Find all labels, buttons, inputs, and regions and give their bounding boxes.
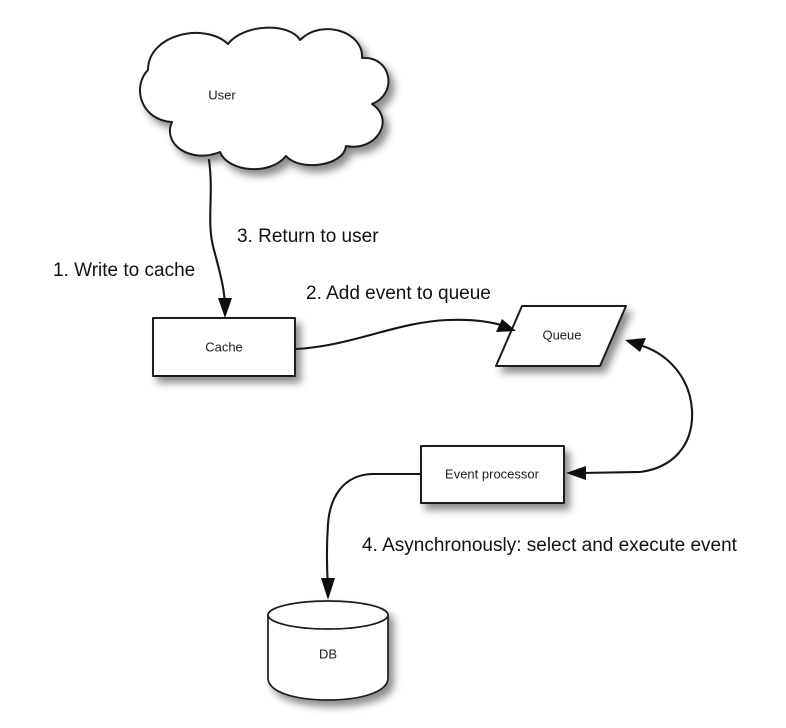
node-db-label: DB [319,646,337,661]
edge-queue-event-processor[interactable] [566,338,694,480]
edge-queue-event-processor-line [578,342,694,475]
event-processor-rectangle [420,445,565,504]
edge-event-processor-to-db-line [325,472,422,590]
node-queue-label: Queue [542,327,581,342]
node-event-processor[interactable]: Event processor [420,445,565,504]
edge-to-queue-arrowhead [625,338,646,352]
node-db[interactable]: DB [267,600,389,701]
node-cache-label: Cache [205,339,243,354]
edge-user-to-cache-arrowhead [218,298,232,318]
node-queue[interactable]: Queue [495,305,627,367]
cache-rectangle [152,317,296,377]
edge-user-to-cache[interactable] [207,158,232,318]
cloud-shape [139,26,390,170]
edge-cache-to-queue-line [294,318,506,351]
step-label-2: 2. Add event to queue [306,283,491,304]
node-cache[interactable]: Cache [152,317,296,377]
queue-parallelogram [495,305,627,367]
edge-to-event-processor-arrowhead [566,466,586,480]
edge-cache-to-queue-arrowhead [496,319,516,332]
step-label-3: 3. Return to user [237,226,379,247]
step-label-1: 1. Write to cache [53,260,195,281]
edge-event-processor-to-db-arrowhead [321,578,335,600]
edge-user-to-cache-line [207,158,227,310]
node-event-processor-label: Event processor [445,466,540,481]
edge-event-processor-to-db[interactable] [321,472,422,600]
edge-cache-to-queue[interactable] [294,318,516,351]
db-cylinder-body [267,600,389,701]
node-user-label: User [208,87,236,102]
node-user[interactable]: User [139,26,390,170]
step-label-4: 4. Asynchronously: select and execute ev… [362,535,738,556]
